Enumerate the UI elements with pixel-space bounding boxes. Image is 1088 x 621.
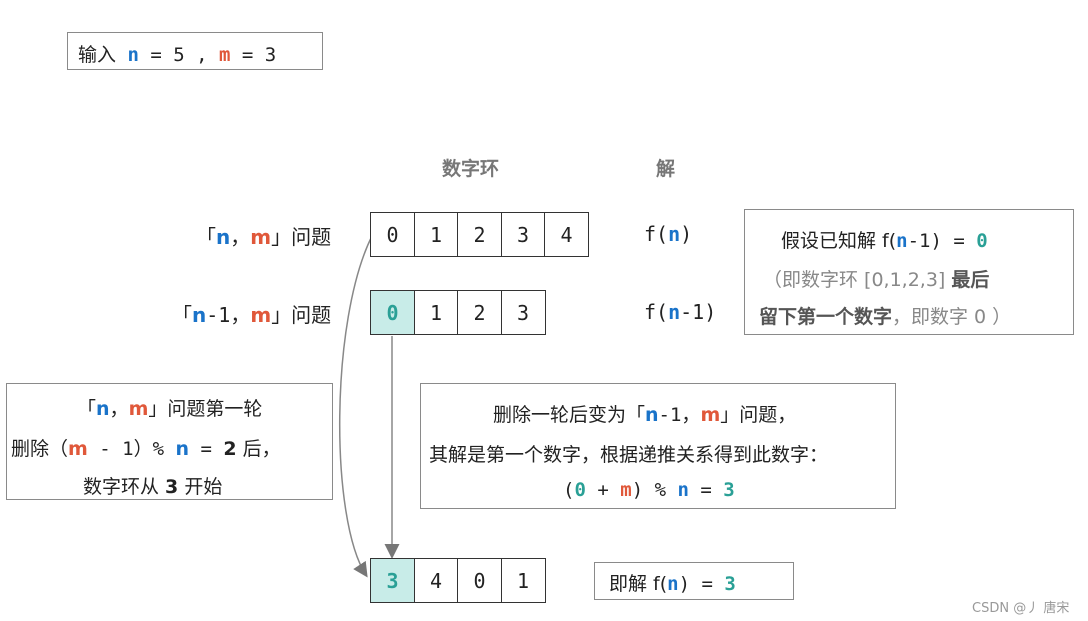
cell: 4 xyxy=(544,212,589,257)
answer-box: 即解 f(n) = 3 xyxy=(594,562,794,600)
input-m: m xyxy=(219,44,231,66)
row3-cells: 3 4 0 1 xyxy=(370,558,546,603)
row1-cells: 0 1 2 3 4 xyxy=(370,212,589,257)
input-prefix: 输入 xyxy=(78,44,117,66)
cell: 2 xyxy=(457,212,502,257)
input-n: n xyxy=(127,44,139,66)
middle-explanation-box: 删除一轮后变为「n-1，m」问题， 其解是第一个数字，根据递推关系得到此数字： … xyxy=(420,383,896,509)
row1-solution: f(n) xyxy=(644,222,693,246)
cell-highlight: 0 xyxy=(370,290,415,335)
left-explanation-box: 「n，m」问题第一轮 删除（m - 1）% n = 2 后， 数字环从 3 开始 xyxy=(6,383,333,500)
row1-label: 「n，m」问题 xyxy=(196,225,332,249)
row2-label: 「n-1，m」问题 xyxy=(172,303,332,327)
cell: 2 xyxy=(457,290,502,335)
input-eq1: = 5 , xyxy=(138,44,208,66)
input-box: 输入 n = 5 , m = 3 xyxy=(67,32,323,70)
cell: 0 xyxy=(370,212,415,257)
mid-line2: 其解是第一个数字，根据递推关系得到此数字： xyxy=(429,444,829,466)
cell: 4 xyxy=(413,558,459,603)
row2-solution: f(n-1) xyxy=(644,300,717,324)
cell-highlight: 3 xyxy=(370,558,415,603)
assume-box: 假设已知解 f(n-1) = 0 （即数字环 [0,1,2,3] 最后 留下第一… xyxy=(744,209,1074,335)
cell: 1 xyxy=(413,212,459,257)
ring-header: 数字环 xyxy=(442,158,500,180)
cell: 0 xyxy=(457,558,502,603)
cell: 1 xyxy=(413,290,459,335)
solution-header: 解 xyxy=(656,158,676,180)
curved-arrow xyxy=(338,235,373,578)
cell: 3 xyxy=(500,290,546,335)
cell: 3 xyxy=(500,212,546,257)
row2-cells: 0 1 2 3 xyxy=(370,290,546,335)
cell: 1 xyxy=(500,558,546,603)
watermark: CSDN @丿 唐宋 xyxy=(972,601,1070,616)
input-eq2: = 3 xyxy=(230,44,277,66)
